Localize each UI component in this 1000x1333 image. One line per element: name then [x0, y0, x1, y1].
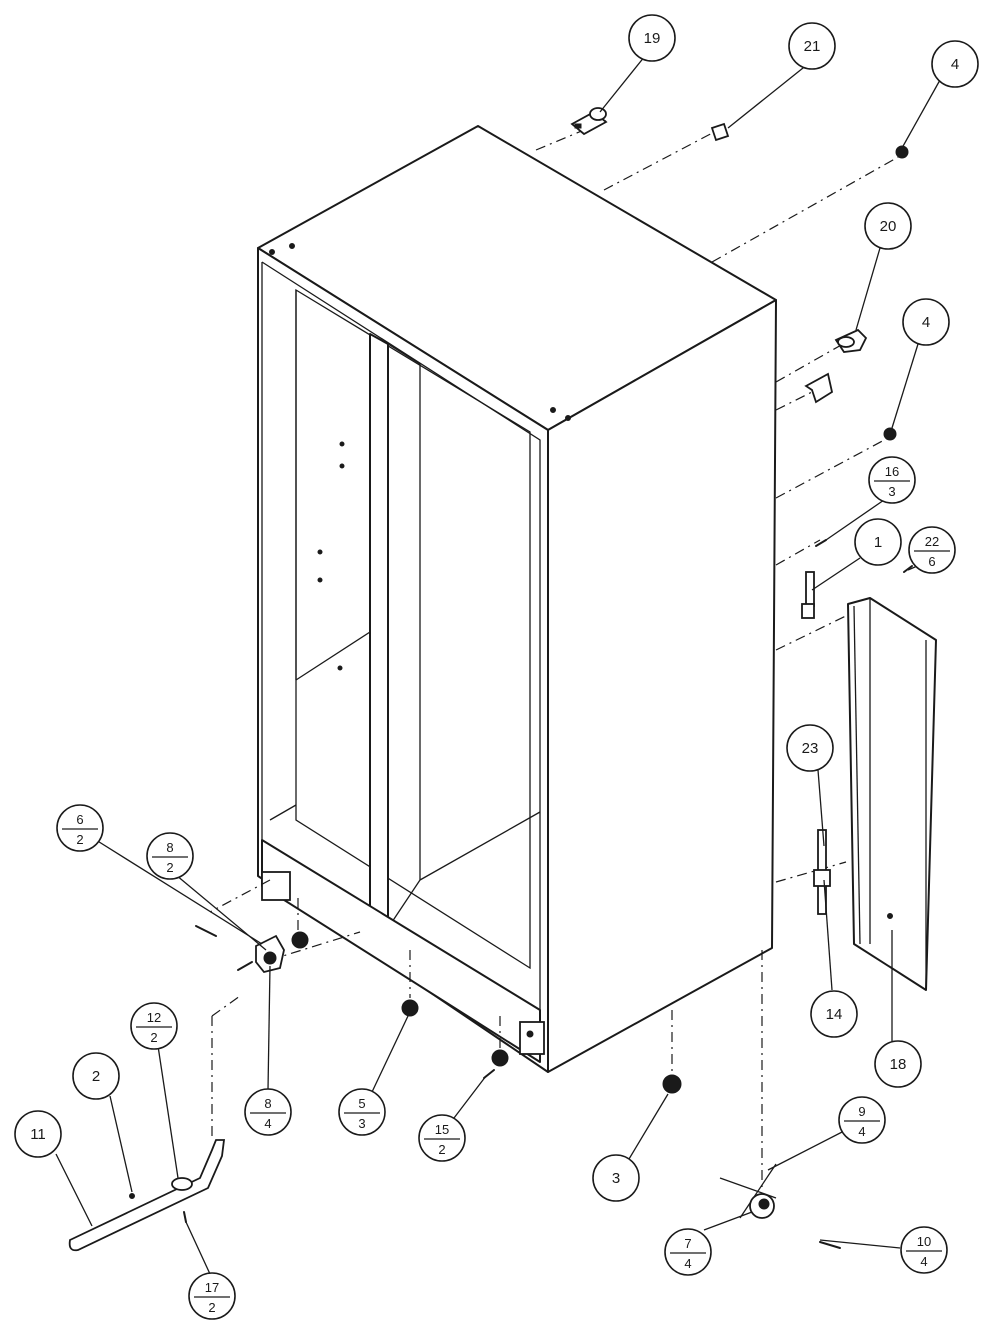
cabinet-right-side: [547, 299, 777, 1073]
callout-8-lower: 8 4: [244, 1088, 292, 1136]
callout-2-label: 2: [92, 1068, 100, 1085]
cabinet-front-frame: [257, 247, 549, 1073]
top-hinge-part: [570, 107, 608, 136]
leveler-left: [291, 931, 309, 949]
callout-22-den: 6: [928, 554, 935, 569]
refrigerator-cabinet: [257, 125, 777, 1073]
roller-assembly: [719, 1163, 841, 1249]
callout-3: 3: [592, 1154, 640, 1202]
side-panel-part: [847, 597, 937, 991]
tube-assembly: [68, 1139, 226, 1252]
callout-15-num: 15: [435, 1122, 449, 1137]
callout-5: 5 3: [338, 1088, 386, 1136]
callout-16-den: 3: [888, 484, 895, 499]
callout-19: 19: [628, 14, 676, 62]
callout-6-num: 6: [76, 812, 83, 827]
callout-4-middle-label: 4: [922, 314, 930, 331]
callout-2: 2: [72, 1052, 120, 1100]
leveler-right: [662, 1074, 682, 1094]
callout-15-den: 2: [438, 1142, 445, 1157]
leveler-left-rear: [491, 1049, 509, 1067]
callout-15: 15 2: [418, 1114, 466, 1162]
callout-21: 21: [788, 22, 836, 70]
callout-6: 6 2: [56, 804, 104, 852]
callout-16-num: 16: [885, 464, 899, 479]
callout-21-label: 21: [804, 38, 821, 55]
callout-11-label: 11: [30, 1126, 46, 1143]
bottom-hinge-right: [519, 1021, 545, 1055]
callout-4-top: 4: [931, 40, 979, 88]
bottom-hinge-assembly: [255, 934, 285, 974]
callout-14-label: 14: [826, 1006, 843, 1023]
callout-8-num: 8: [166, 840, 173, 855]
callout-7-den: 4: [684, 1256, 691, 1271]
callout-12-num: 12: [147, 1010, 161, 1025]
callout-12-den: 2: [150, 1030, 157, 1045]
callout-4-middle: 4: [902, 298, 950, 346]
callout-9-num: 9: [858, 1104, 865, 1119]
cabinet-bottom-rail: [261, 839, 541, 1063]
callout-8-lower-num: 8: [264, 1096, 271, 1111]
callout-7: 7 4: [664, 1228, 712, 1276]
callout-20-label: 20: [880, 218, 897, 235]
callout-8-den: 2: [166, 860, 173, 875]
callout-7-num: 7: [684, 1236, 691, 1251]
center-hinge-part: [804, 328, 868, 404]
callout-10-num: 10: [917, 1234, 931, 1249]
callout-12: 12 2: [130, 1002, 178, 1050]
callout-19-label: 19: [644, 30, 661, 47]
callout-5-num: 5: [358, 1096, 365, 1111]
callout-8-lower-den: 4: [264, 1116, 271, 1131]
leveler-center: [401, 999, 419, 1017]
callout-1-label: 1: [874, 534, 882, 551]
callout-23: 23: [786, 724, 834, 772]
callout-23-label: 23: [802, 740, 819, 757]
callout-9-den: 4: [858, 1124, 865, 1139]
leader-lines: [55, 55, 941, 1275]
bottom-hinge-left: [261, 871, 291, 901]
callout-22: 22 6: [908, 526, 956, 574]
callout-1: 1: [854, 518, 902, 566]
callout-18: 18: [874, 1040, 922, 1088]
callout-17-num: 17: [205, 1280, 219, 1295]
door-stop-part: [801, 571, 815, 619]
callout-17: 17 2: [188, 1272, 236, 1320]
callout-5-den: 3: [358, 1116, 365, 1131]
callout-20: 20: [864, 202, 912, 250]
plug-middle: [883, 427, 897, 441]
callout-18-label: 18: [890, 1056, 907, 1073]
callout-14: 14: [810, 990, 858, 1038]
callout-22-num: 22: [925, 534, 939, 549]
center-mullion: [369, 333, 389, 929]
callout-11: 11: [14, 1110, 62, 1158]
assembly-lines: [209, 119, 901, 1192]
lower-hinge-part: [813, 829, 831, 915]
parts: [68, 107, 937, 1252]
callout-4-top-label: 4: [951, 56, 959, 73]
callout-6-den: 2: [76, 832, 83, 847]
callout-9: 9 4: [838, 1096, 886, 1144]
callout-16: 16 3: [868, 456, 916, 504]
callout-10-den: 4: [920, 1254, 927, 1269]
callout-17-den: 2: [208, 1300, 215, 1315]
callout-3-label: 3: [612, 1170, 620, 1187]
plug-top: [895, 145, 909, 159]
callout-8: 8 2: [146, 832, 194, 880]
top-bracket-part: [710, 122, 730, 142]
callout-10: 10 4: [900, 1226, 948, 1274]
